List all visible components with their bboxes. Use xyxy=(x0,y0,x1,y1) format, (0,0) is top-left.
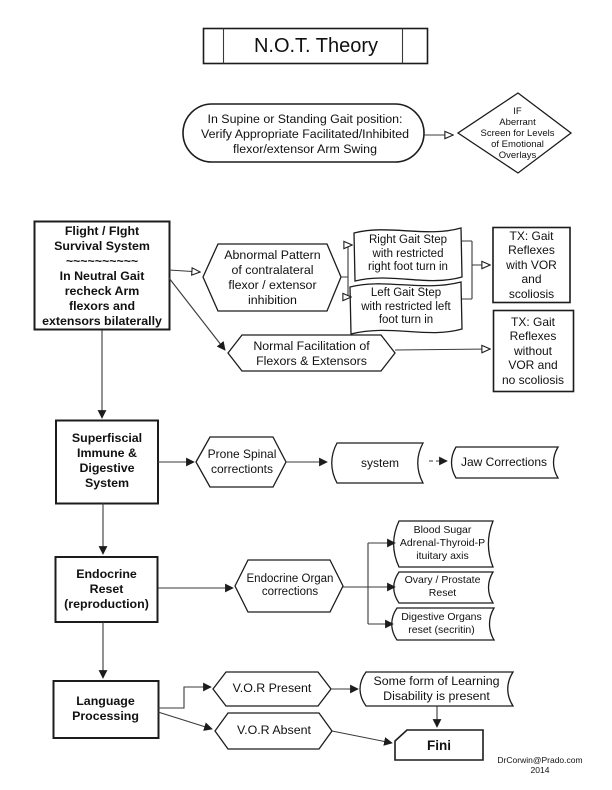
blood-sugar-stored-data-shape xyxy=(393,520,494,568)
connectors xyxy=(97,135,490,746)
node-shapes xyxy=(33,27,575,761)
superficial-immune-box-shape xyxy=(55,419,159,505)
aberrant-decision-shape xyxy=(456,92,573,174)
vor-absent-hexagon-shape xyxy=(214,712,333,750)
flow-arrow xyxy=(158,682,212,709)
title-side-bars xyxy=(222,28,404,64)
normal-facilitation-hexagon-shape xyxy=(227,334,396,372)
abnormal-pattern-hexagon-shape xyxy=(202,243,342,312)
language-processing-box-shape xyxy=(52,680,160,739)
endocrine-reset-box-shape xyxy=(54,556,159,623)
start-terminator-shape xyxy=(182,103,425,163)
flow-arrow xyxy=(331,730,393,746)
tx-with-vor-box-shape xyxy=(492,226,571,304)
endocrine-organ-hexagon-shape xyxy=(234,559,344,613)
flow-branch xyxy=(341,245,349,297)
flow-arrow xyxy=(394,349,490,350)
vor-present-hexagon-shape xyxy=(212,671,332,707)
title-predefined-process-shape xyxy=(202,27,429,65)
tx-without-vor-box-shape xyxy=(492,309,575,393)
right-gait-tape-shape xyxy=(353,227,463,282)
flow-arrow xyxy=(168,270,200,272)
flow-arrow xyxy=(168,277,226,351)
flow-arrow xyxy=(157,711,213,731)
flow-branch xyxy=(343,543,369,624)
digestive-organs-stored-data-shape xyxy=(391,607,496,641)
ovary-prostate-stored-data-shape xyxy=(393,571,495,604)
flight-fight-box-shape xyxy=(33,220,171,331)
learning-disability-stored-data-shape xyxy=(359,671,515,707)
left-gait-tape-shape xyxy=(349,281,463,335)
fini-card-shape xyxy=(394,729,484,761)
flow-merge xyxy=(462,240,473,300)
jaw-corrections-stored-data-shape xyxy=(450,446,560,479)
system-stored-data-shape xyxy=(331,442,425,484)
prone-spinal-hexagon-shape xyxy=(195,436,287,488)
